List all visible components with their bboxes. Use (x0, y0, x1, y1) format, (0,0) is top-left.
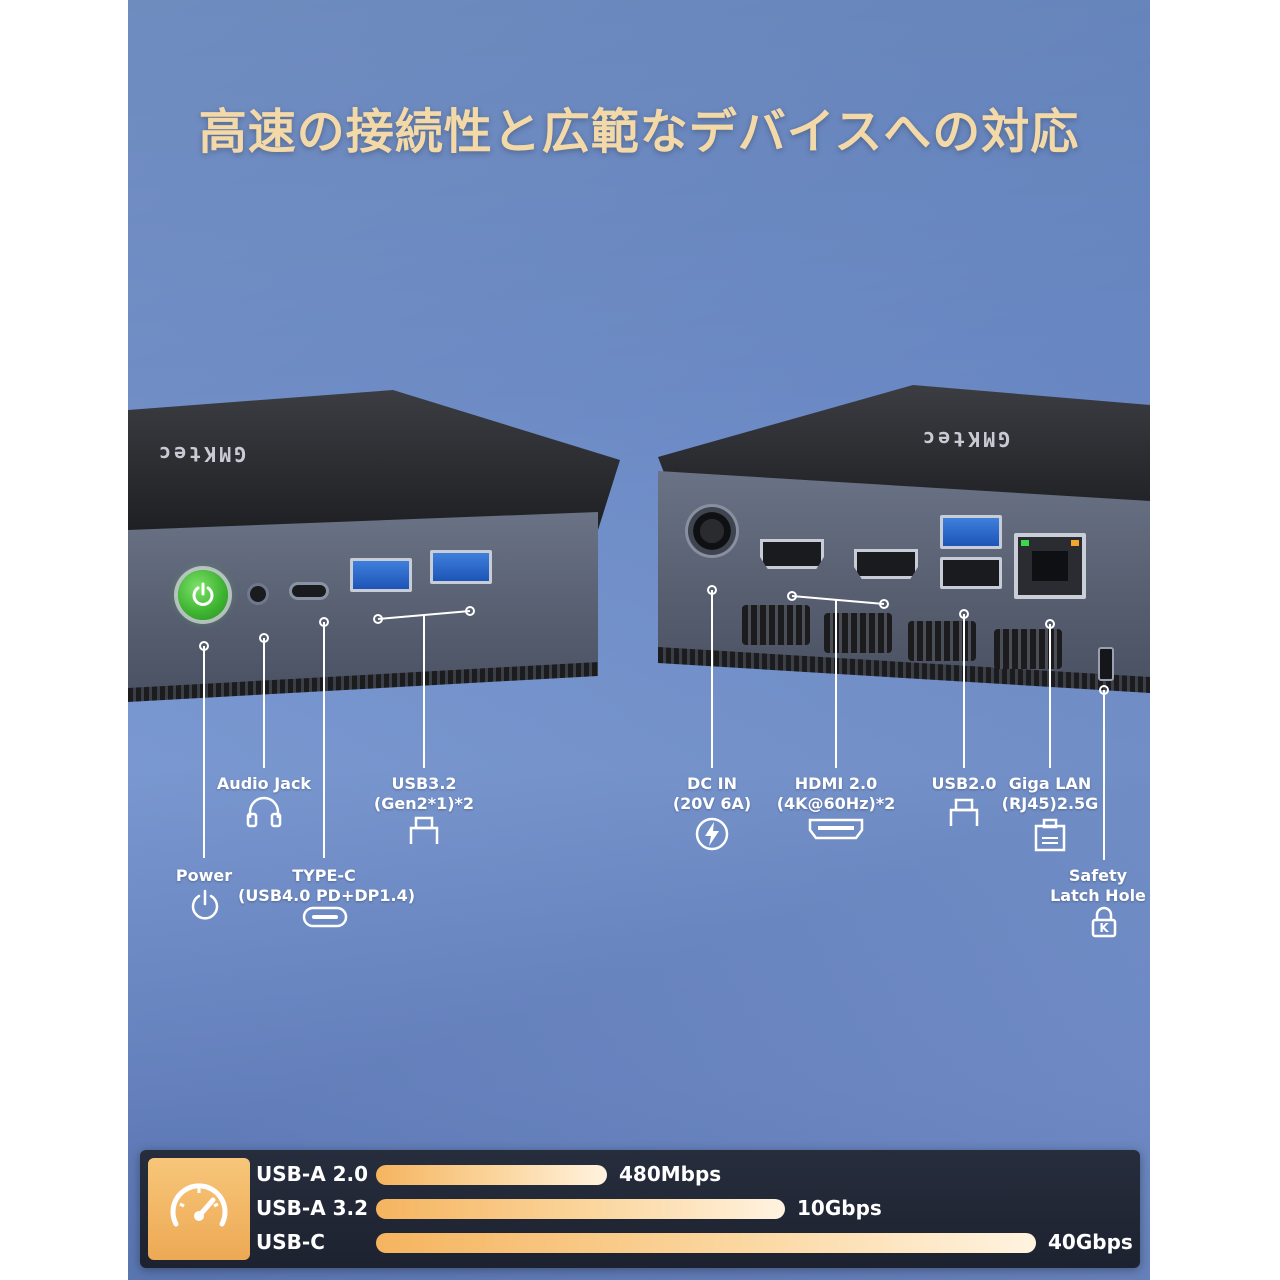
usb32-port-1 (350, 558, 412, 592)
vent-grille-1 (742, 605, 810, 645)
speed-bar-usb-a-32 (376, 1199, 785, 1219)
lan-port (1014, 533, 1086, 599)
speed-value-usb-a-32: 10Gbps (797, 1196, 882, 1220)
speed-value-usb-c: 40Gbps (1048, 1230, 1133, 1254)
hdmi-icon (808, 818, 864, 840)
speed-name-usb-a-32: USB-A 3.2 (256, 1196, 369, 1220)
ethernet-icon (1034, 818, 1066, 852)
speedometer-icon-box (148, 1158, 250, 1260)
lock-icon: K (1090, 906, 1118, 938)
headline: 高速の接続性と広範なデバイスへの対応 (198, 104, 1080, 160)
power-icon (192, 582, 214, 606)
label-hdmi: HDMI 2.0 (4K@60Hz)*2 (776, 774, 896, 813)
label-lan: Giga LAN (RJ45)2.5G (1001, 774, 1099, 813)
lock-k-letter: K (1099, 921, 1109, 935)
speed-value-usb-a-20: 480Mbps (619, 1162, 722, 1186)
label-power: Power (175, 866, 233, 885)
callout-lines (199, 585, 1109, 860)
usb3-port-rear (940, 515, 1002, 549)
label-audio-jack: Audio Jack (216, 774, 312, 793)
lightning-icon (695, 817, 729, 851)
usb32-port-2 (430, 550, 492, 584)
speed-bar-usb-c (376, 1233, 1036, 1253)
hdmi-port-2 (854, 549, 918, 579)
label-usb32: USB3.2 (Gen2*1)*2 (373, 774, 475, 813)
product-image: 高速の接続性と広範なデバイスへの対応 GMKtec GMKtec (128, 0, 1150, 1280)
typec-port (292, 585, 326, 597)
speed-name-usb-a-20: USB-A 2.0 (256, 1162, 369, 1186)
headphones-icon (246, 796, 282, 828)
speed-bar-usb-a-20 (376, 1165, 607, 1185)
usb-a-icon-rear (949, 798, 979, 826)
label-usb20: USB2.0 (931, 774, 997, 793)
speedometer-icon (170, 1183, 228, 1227)
mini-pc-rear: GMKtec (658, 385, 1150, 730)
label-dc-in: DC IN (20V 6A) (672, 774, 752, 813)
speed-name-usb-c: USB-C (256, 1230, 325, 1254)
lock-slot (1098, 647, 1114, 681)
label-typec: TYPE-C (USB4.0 PD+DP1.4) (238, 866, 416, 905)
power-button[interactable] (178, 570, 228, 620)
mini-pc-front: GMKtec (128, 390, 628, 735)
usb-a-icon (409, 816, 439, 844)
typec-icon (302, 906, 348, 928)
audio-jack-port (250, 586, 266, 602)
hdmi-port-1 (760, 539, 824, 569)
speed-comparison-panel: USB-A 2.0 480Mbps USB-A 3.2 10Gbps USB-C… (140, 1150, 1140, 1268)
dc-in-port (688, 507, 736, 555)
usb20-port (940, 557, 1002, 589)
power-symbol-icon (191, 889, 219, 920)
label-safety-latch: Safety Latch Hole (1050, 866, 1146, 905)
